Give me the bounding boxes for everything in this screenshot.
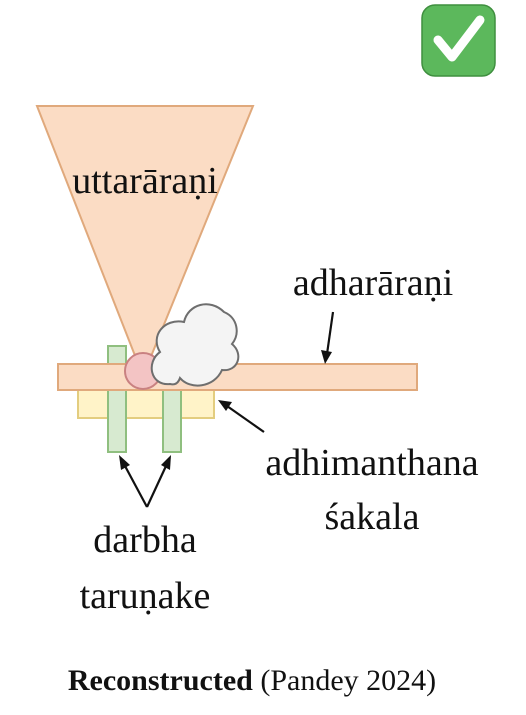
adhimanthana-board — [77, 389, 215, 419]
darbha-strip-left — [107, 345, 127, 453]
uttararani-label: uttarāraṇi — [72, 160, 218, 202]
darbha-label-line2: taruṇake — [80, 575, 211, 617]
smoke-cloud — [150, 303, 240, 387]
adhimanthana-label-line1: adhimanthana — [265, 442, 478, 484]
darbha-arrows — [119, 455, 171, 508]
uttararani-shape — [35, 105, 255, 379]
adhararani-label: adharāraṇi — [293, 262, 453, 304]
adhimanthana-arrow — [218, 400, 265, 433]
check-mark-icon — [421, 4, 496, 77]
caption-rest: (Pandey 2024) — [253, 664, 436, 697]
figure-caption: Reconstructed (Pandey 2024) — [68, 664, 436, 697]
adhimanthana-label-line2: śakala — [325, 496, 420, 538]
adhararani-arrow — [321, 311, 335, 364]
caption-bold: Reconstructed — [68, 664, 253, 697]
darbha-label-line1: darbha — [93, 519, 197, 561]
adhararani-plank — [57, 363, 418, 391]
